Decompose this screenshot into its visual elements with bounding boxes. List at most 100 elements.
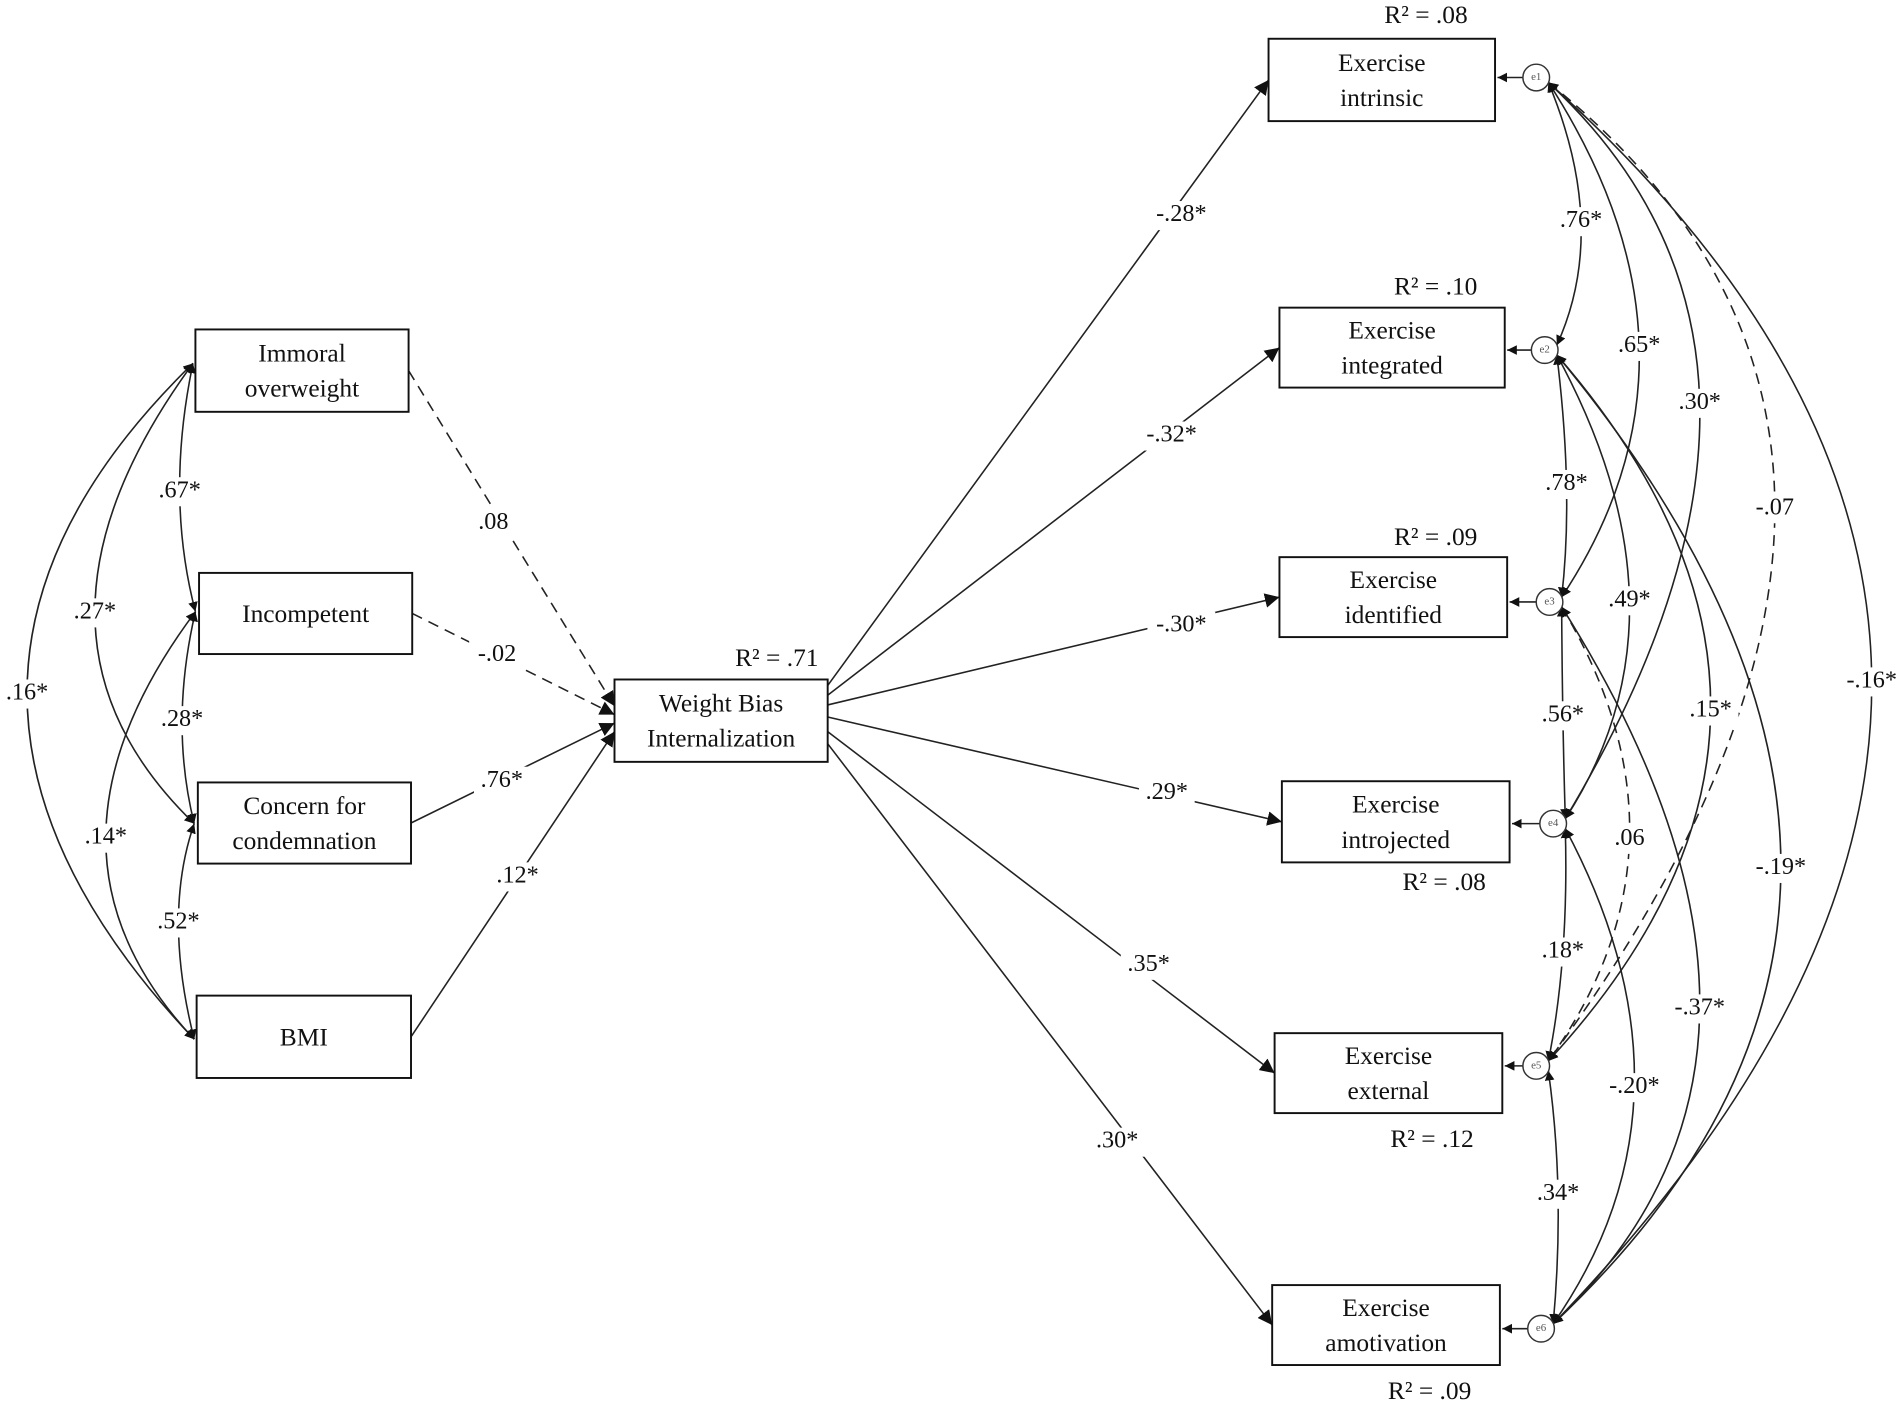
node-label: amotivation <box>1325 1328 1447 1357</box>
error-correlation-coef-e1-e3-bg <box>1611 331 1668 361</box>
correlation-coef-inc-bmi-text: .14* <box>85 823 127 850</box>
path-coef-o1-bg <box>1147 201 1216 231</box>
correlation-coef-inc-bmi: .14* <box>77 823 134 853</box>
error-correlation-coef-e3-e5: .06 <box>1607 824 1652 854</box>
error-correlation-coef-e4-e6-text: -.20* <box>1609 1072 1659 1099</box>
path-wbi-to-o2 <box>827 346 1280 696</box>
error-correlation-coef-e5-e6: .34* <box>1530 1179 1586 1209</box>
error-circle <box>1527 1314 1556 1343</box>
error-correlation-coef-e5-e6-text: .34* <box>1537 1179 1579 1206</box>
error-correlation-coef-e2-e5: .15* <box>1682 696 1739 726</box>
path-coef-o4-text: .29* <box>1146 778 1188 805</box>
node-label: Exercise <box>1345 1041 1433 1070</box>
path-coef-o5-text: .35* <box>1127 950 1169 977</box>
node-box <box>613 678 829 763</box>
error-correlation-coef-e1-e4-text: .30* <box>1679 388 1721 415</box>
error-correlation-coef-e4-e6: -.20* <box>1600 1072 1669 1103</box>
error-correlation-coef-e2-e4-bg <box>1601 586 1658 616</box>
error-label: e2 <box>1540 344 1550 356</box>
error-correlation-coef-e4-e5: .18* <box>1535 937 1591 967</box>
error-correlation-coef-e2-e6-text: -.19* <box>1756 853 1806 880</box>
path-coef-o6: .30* <box>1089 1127 1146 1157</box>
path-wbi-to-o4 <box>827 716 1283 826</box>
node-label: external <box>1348 1076 1430 1105</box>
correlation-coef-imm-bmi-bg <box>0 679 55 709</box>
r-squared-label: R² = .10 <box>1394 271 1477 300</box>
path-coef-o6-text: .30* <box>1096 1127 1138 1154</box>
path-coef-con-bg <box>473 766 530 796</box>
node-box <box>1280 780 1511 864</box>
correlation-coef-imm-bmi: .16* <box>0 679 55 709</box>
error-correlation-coef-e3-e6: -.37* <box>1665 993 1734 1024</box>
node-label: Exercise <box>1342 1293 1430 1322</box>
node-label: Exercise <box>1350 565 1438 594</box>
error-correlation-coef-e2-e6: -.19* <box>1746 853 1815 883</box>
error-correlation-coef-e5-e6-bg <box>1530 1179 1586 1209</box>
correlation-coef-inc-con-text: .28* <box>161 705 203 732</box>
path-coef-bmi-bg <box>489 862 546 892</box>
node-box <box>1267 37 1497 123</box>
path-wbi-to-o1 <box>827 79 1270 687</box>
path-coef-o6-bg <box>1089 1127 1146 1157</box>
node-label: intrinsic <box>1340 83 1423 112</box>
error-correlation-coef-e4-e5-text: .18* <box>1542 937 1584 964</box>
error-label: e5 <box>1531 1059 1542 1071</box>
path-coef-o5: .35* <box>1120 950 1177 980</box>
error-correlation-coef-e2-e4-text: .49* <box>1608 585 1650 612</box>
error-term-e6: e6 <box>1527 1314 1556 1343</box>
error-correlation-coef-e1-e2-text: .76* <box>1560 206 1602 233</box>
node-label: Exercise <box>1352 790 1440 819</box>
node-label: identified <box>1345 600 1443 629</box>
error-correlation-coef-e2-e5-text: .15* <box>1689 696 1731 723</box>
error-correlation-coef-e3-e4-bg <box>1535 701 1591 731</box>
error-circle <box>1539 809 1568 838</box>
correlation-coef-imm-con-text: .27* <box>74 597 116 624</box>
node-label: Weight Bias <box>659 689 783 718</box>
node-label: Immoral <box>258 339 346 368</box>
node-label: condemnation <box>232 826 376 855</box>
error-correlation-coef-e3-e6-bg <box>1665 994 1734 1024</box>
correlation-coef-con-bmi-bg <box>150 908 207 938</box>
node-label: Concern for <box>243 791 366 820</box>
path-coef-o2: -.32* <box>1137 421 1206 451</box>
error-correlation-coef-e1-e6-text: -.16* <box>1847 666 1897 693</box>
error-correlation-coef-e1-e4: .30* <box>1671 388 1728 418</box>
node-box <box>1278 306 1506 389</box>
error-correlation-coef-e3-e4-text: .56* <box>1542 700 1584 727</box>
error-correlation-coef-e1-e3: .65* <box>1611 331 1668 361</box>
correlation-coef-imm-con-bg <box>67 598 123 628</box>
path-coef-inc: -.02 <box>469 640 525 670</box>
path-coef-o3: -.30* <box>1147 611 1216 641</box>
r-squared-label: R² = .71 <box>735 643 818 672</box>
path-coef-bmi-text: .12* <box>496 861 538 888</box>
node-label: Exercise <box>1348 316 1436 345</box>
path-imm-to-wbi <box>407 370 616 707</box>
error-correlation-coef-e3-e5-text: .06 <box>1614 824 1644 851</box>
error-correlation-coef-e3-e4: .56* <box>1535 700 1591 731</box>
error-correlation-coef-e1-e6: -.16* <box>1837 666 1900 697</box>
error-label: e3 <box>1544 595 1555 607</box>
predictor-bmi: BMI <box>195 994 412 1079</box>
error-correlation-coef-e1-e2: .76* <box>1553 206 1609 237</box>
correlation-coef-inc-con-bg <box>154 706 210 736</box>
path-coef-con: .76* <box>473 766 530 796</box>
node-label: Internalization <box>647 724 796 753</box>
error-correlation-coef-e1-e4-bg <box>1671 388 1728 418</box>
correlation-imm-con <box>94 362 195 825</box>
r-squared-label: R² = .08 <box>1384 0 1467 29</box>
error-correlation-e2-e6 <box>1552 354 1782 1325</box>
correlation-coef-imm-bmi-text: .16* <box>6 679 48 706</box>
error-correlation-coef-e2-e3-text: .78* <box>1545 469 1587 496</box>
error-correlation-coef-e2-e5-bg <box>1682 696 1739 726</box>
path-coef-o2-text: -.32* <box>1146 421 1196 448</box>
error-correlation-coef-e2-e3-bg <box>1538 469 1595 500</box>
correlation-coef-con-bmi: .52* <box>150 908 207 938</box>
path-wbi-to-o5 <box>827 730 1276 1074</box>
path-coef-o3-bg <box>1147 611 1216 641</box>
error-correlation-coef-e2-e6-bg <box>1746 853 1815 883</box>
error-correlation-coef-e1-e5-text: -.07 <box>1756 493 1794 520</box>
